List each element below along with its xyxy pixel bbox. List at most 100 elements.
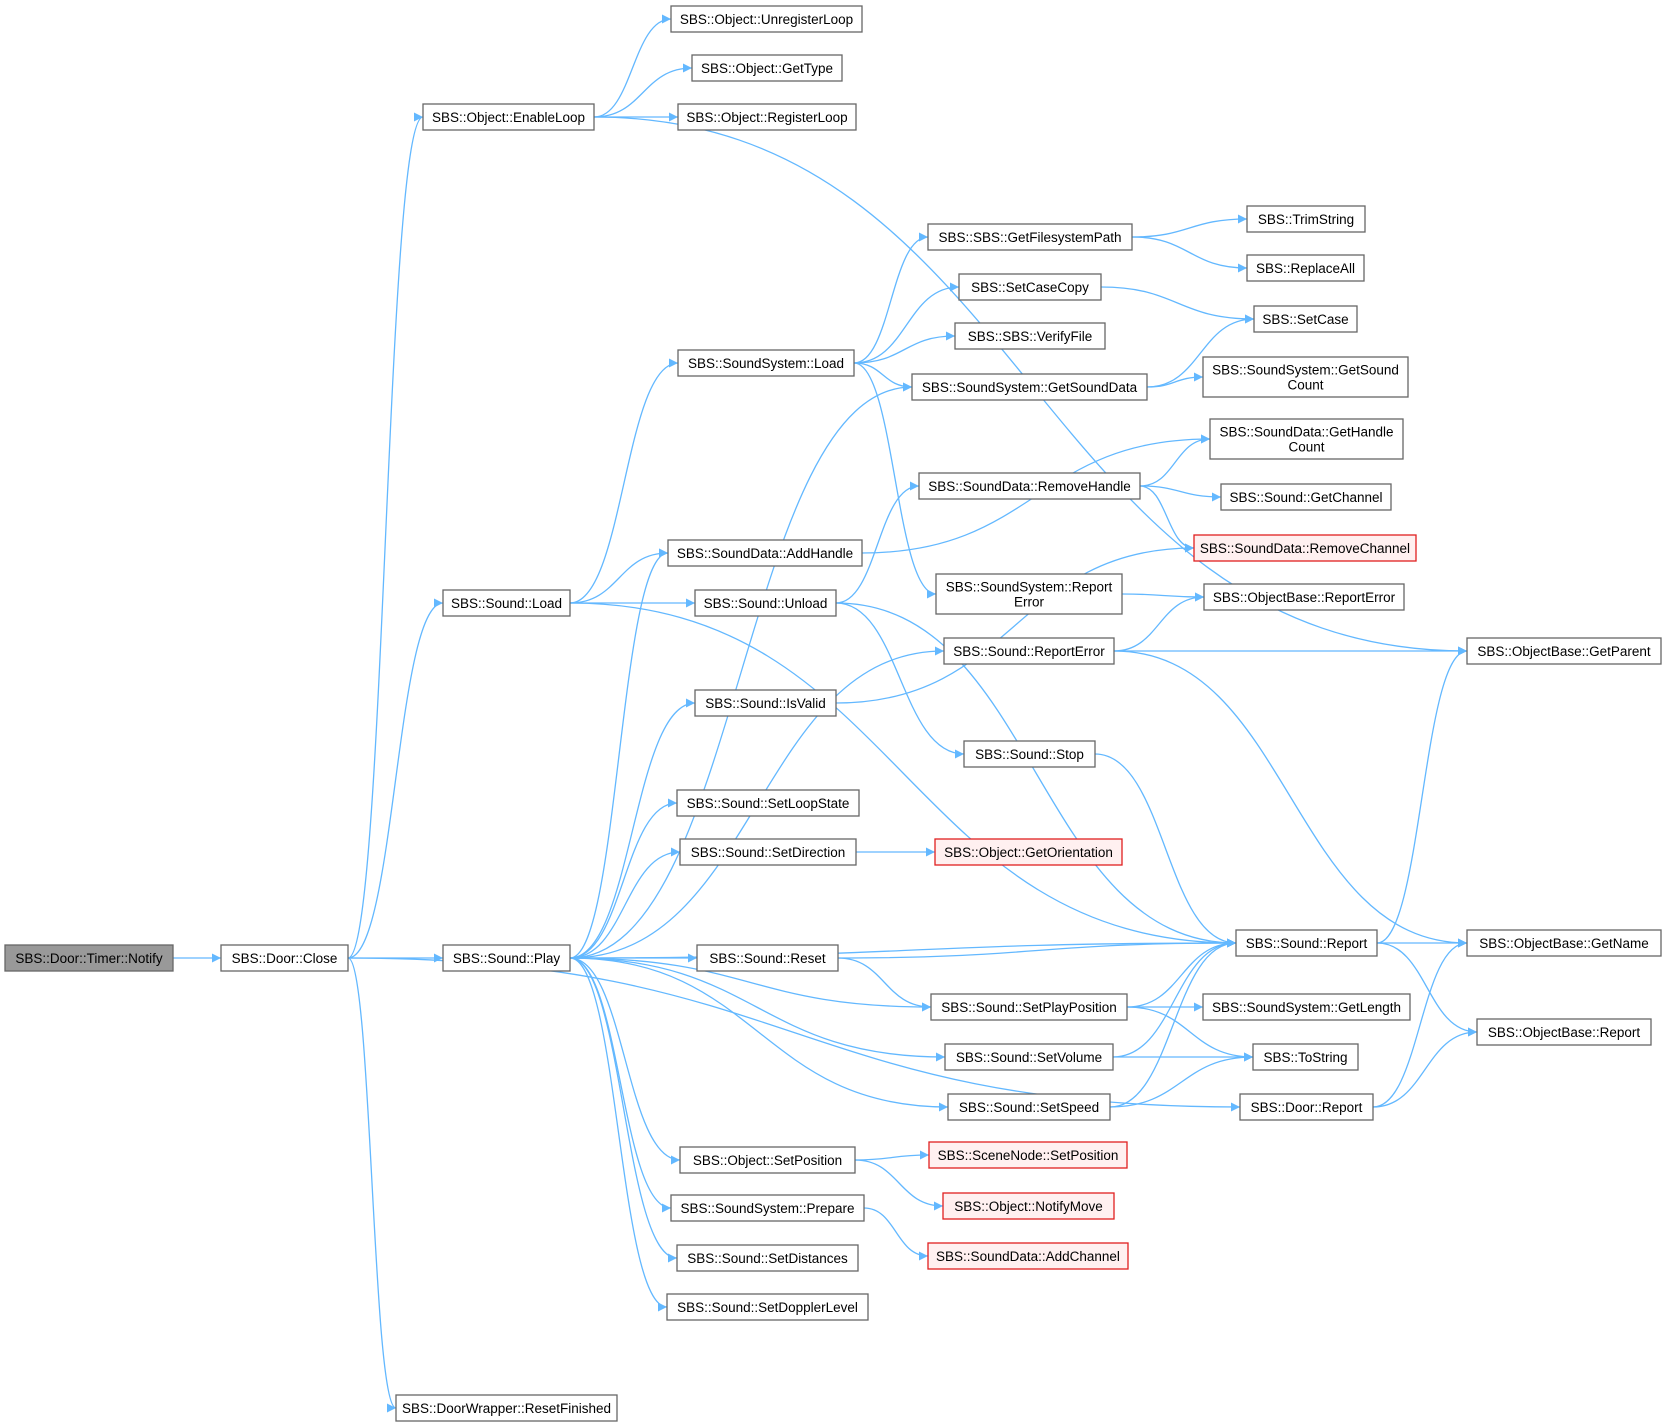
graph-node-prepare[interactable]: SBS::SoundSystem::Prepare [670, 1194, 865, 1222]
graph-node-doorreport[interactable]: SBS::Door::Report [1239, 1093, 1374, 1121]
edge-ssload-to-setcasecopy [853, 282, 960, 364]
graph-node-notify[interactable]: SBS::Door::Timer::Notify [4, 944, 174, 972]
node-label: SBS::Door::Close [232, 951, 338, 966]
graph-node-addhandle[interactable]: SBS::SoundData::AddHandle [667, 539, 863, 567]
graph-node-getfspath[interactable]: SBS::SBS::GetFilesystemPath [927, 223, 1133, 251]
graph-node-setdistances[interactable]: SBS::Sound::SetDistances [676, 1244, 859, 1272]
edge-path [853, 282, 960, 364]
edge-path [1372, 1027, 1478, 1108]
node-label: SBS::SetCaseCopy [971, 280, 1089, 295]
graph-node-removehandle[interactable]: SBS::SoundData::RemoveHandle [918, 472, 1141, 500]
edge-path [1100, 286, 1255, 324]
graph-node-enableloop[interactable]: SBS::Object::EnableLoop [422, 103, 595, 131]
graph-node-snsetposition[interactable]: SBS::SceneNode::SetPosition [928, 1141, 1128, 1169]
graph-node-isvalid[interactable]: SBS::Sound::IsValid [694, 689, 837, 717]
edge-unload-to-sndreport [835, 602, 1237, 948]
edge-path [1109, 938, 1237, 1108]
edge-reset-to-setplaypos [837, 957, 932, 1012]
graph-node-getname[interactable]: SBS::ObjectBase::GetName [1466, 929, 1662, 957]
graph-node-unload[interactable]: SBS::Sound::Unload [694, 589, 837, 617]
graph-node-getchannel[interactable]: SBS::Sound::GetChannel [1220, 483, 1392, 511]
node-box [1239, 1093, 1374, 1121]
graph-node-getlength[interactable]: SBS::SoundSystem::GetLength [1202, 993, 1411, 1021]
node-box [1246, 205, 1366, 233]
node-label: SBS::SoundData::GetHandle [1219, 425, 1393, 440]
graph-node-setplaypos[interactable]: SBS::Sound::SetPlayPosition [930, 993, 1128, 1021]
node-box [942, 1192, 1115, 1220]
edge-path [569, 957, 681, 1165]
edge-path [347, 957, 397, 1413]
graph-node-setvolume[interactable]: SBS::Sound::SetVolume [944, 1043, 1114, 1071]
node-box [1203, 583, 1405, 611]
graph-node-tostring[interactable]: SBS::ToString [1252, 1043, 1359, 1071]
graph-node-setcasecopy[interactable]: SBS::SetCaseCopy [958, 273, 1102, 301]
graph-node-obreporterror[interactable]: SBS::ObjectBase::ReportError [1203, 583, 1405, 611]
graph-node-resetfinished[interactable]: SBS::DoorWrapper::ResetFinished [395, 1394, 618, 1422]
node-box [4, 944, 174, 972]
graph-node-getparent[interactable]: SBS::ObjectBase::GetParent [1466, 637, 1662, 665]
edge-path [1139, 485, 1222, 502]
graph-node-notifymove[interactable]: SBS::Object::NotifyMove [942, 1192, 1115, 1220]
graph-node-setspeed[interactable]: SBS::Sound::SetSpeed [947, 1093, 1111, 1121]
edge-path [854, 1159, 944, 1211]
graph-node-getorientation[interactable]: SBS::Object::GetOrientation [934, 838, 1123, 866]
graph-node-setdirection[interactable]: SBS::Sound::SetDirection [679, 838, 857, 866]
graph-node-addchannel[interactable]: SBS::SoundData::AddChannel [927, 1242, 1129, 1270]
edge-sndplay-to-addhandle [569, 548, 669, 959]
graph-node-removechannel[interactable]: SBS::SoundData::RemoveChannel [1193, 534, 1417, 562]
node-label: SBS::Sound::SetVolume [956, 1050, 1102, 1065]
node-label: SBS::SetCase [1262, 312, 1348, 327]
edge-sndload-to-addhandle [569, 548, 669, 604]
node-box [679, 838, 857, 866]
graph-node-regloop[interactable]: SBS::Object::RegisterLoop [677, 103, 857, 131]
edge-path [837, 957, 932, 1012]
node-label: SBS::TrimString [1258, 212, 1354, 227]
graph-node-sndload[interactable]: SBS::Sound::Load [442, 589, 571, 617]
graph-node-sndplay[interactable]: SBS::Sound::Play [442, 944, 571, 972]
graph-node-trimstring[interactable]: SBS::TrimString [1246, 205, 1366, 233]
node-box [679, 1146, 856, 1174]
node-label: SBS::Sound::GetChannel [1229, 490, 1382, 505]
edge-sndreporterror-to-getname [1113, 650, 1468, 948]
graph-node-setposition[interactable]: SBS::Object::SetPosition [679, 1146, 856, 1174]
node-box [1220, 483, 1392, 511]
graph-node-ssreporterror[interactable]: SBS::SoundSystem::ReportError [935, 573, 1123, 615]
edge-getsounddata-to-setcase [1146, 314, 1255, 388]
node-label: SBS::Object::SetPosition [693, 1153, 842, 1168]
graph-node-stop[interactable]: SBS::Sound::Stop [963, 740, 1096, 768]
graph-node-sndreporterror[interactable]: SBS::Sound::ReportError [943, 637, 1115, 665]
graph-node-gettype[interactable]: SBS::Object::GetType [691, 54, 843, 82]
graph-node-close[interactable]: SBS::Door::Close [220, 944, 349, 972]
graph-node-reset[interactable]: SBS::Sound::Reset [696, 944, 839, 972]
graph-node-sndreport[interactable]: SBS::Sound::Report [1235, 929, 1378, 957]
node-label: SBS::ReplaceAll [1256, 261, 1355, 276]
graph-node-setdoppler[interactable]: SBS::Sound::SetDopplerLevel [666, 1293, 869, 1321]
edge-setplaypos-to-tostring [1126, 1006, 1254, 1062]
edge-getfspath-to-replaceall [1131, 236, 1248, 273]
edge-path [1131, 236, 1248, 273]
edge-getfspath-to-trimstring [1131, 214, 1248, 238]
edge-sndplay-to-setspeed [569, 957, 949, 1112]
edge-path [1109, 1052, 1254, 1108]
graph-node-obreport[interactable]: SBS::ObjectBase::Report [1476, 1018, 1652, 1046]
edge-path [1121, 592, 1205, 602]
node-box [1202, 993, 1411, 1021]
edge-ssload-to-ssreporterror [853, 362, 937, 599]
graph-node-setloopstate[interactable]: SBS::Sound::SetLoopState [676, 789, 860, 817]
edge-setposition-to-notifymove [854, 1159, 944, 1211]
graph-node-verifyfile[interactable]: SBS::SBS::VerifyFile [954, 322, 1106, 350]
graph-node-getsounddata[interactable]: SBS::SoundSystem::GetSoundData [911, 373, 1148, 401]
node-box [1209, 418, 1404, 460]
graph-node-setcase[interactable]: SBS::SetCase [1253, 305, 1358, 333]
edge-ssload-to-verifyfile [853, 331, 956, 364]
edge-path [569, 798, 678, 959]
graph-node-unregloop[interactable]: SBS::Object::UnregisterLoop [670, 5, 863, 33]
node-box [1476, 1018, 1652, 1046]
graph-node-ssload[interactable]: SBS::SoundSystem::Load [677, 349, 855, 377]
graph-node-replaceall[interactable]: SBS::ReplaceAll [1246, 254, 1365, 282]
edge-ssload-to-getfspath [853, 232, 929, 364]
node-box [947, 1093, 1111, 1121]
